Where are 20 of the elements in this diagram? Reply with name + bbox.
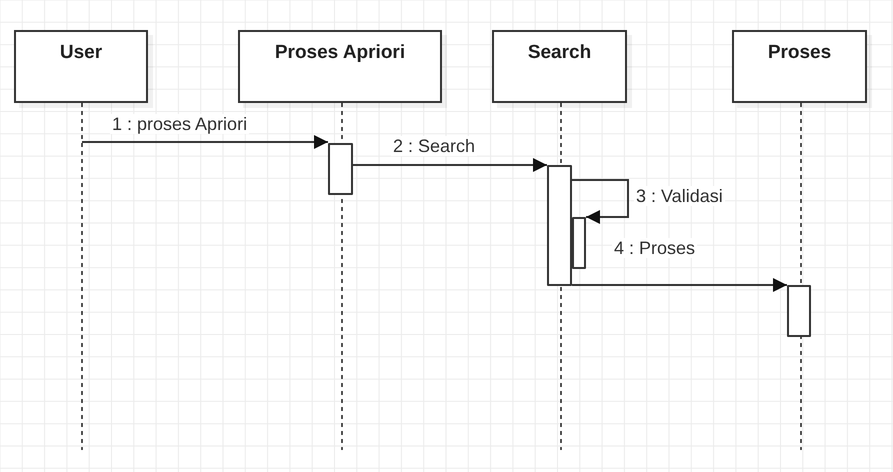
activation-bar bbox=[547, 165, 572, 286]
participant-name: Proses Apriori bbox=[274, 42, 406, 64]
message-label: 4 : Proses bbox=[612, 238, 698, 258]
lifeline-header-box bbox=[14, 30, 148, 103]
message-arrow bbox=[572, 278, 787, 292]
participant-name: Search bbox=[526, 42, 592, 64]
message-arrow bbox=[82, 135, 328, 149]
activation-bar bbox=[787, 285, 811, 337]
activation-bar bbox=[328, 143, 353, 195]
message-label: 2 : Search bbox=[391, 136, 478, 156]
activation-bar bbox=[572, 217, 586, 269]
message-label: 3 : Validasi bbox=[634, 186, 725, 206]
participant-name: Proses bbox=[766, 42, 832, 64]
message-arrow bbox=[353, 158, 547, 172]
message-label: 1 : proses Apriori bbox=[110, 114, 250, 134]
lifeline-header-box bbox=[492, 30, 627, 103]
participant-name: User bbox=[58, 42, 104, 64]
lifeline-header-box bbox=[732, 30, 867, 103]
lifeline-header-box bbox=[238, 30, 442, 103]
message-arrow bbox=[572, 179, 629, 224]
